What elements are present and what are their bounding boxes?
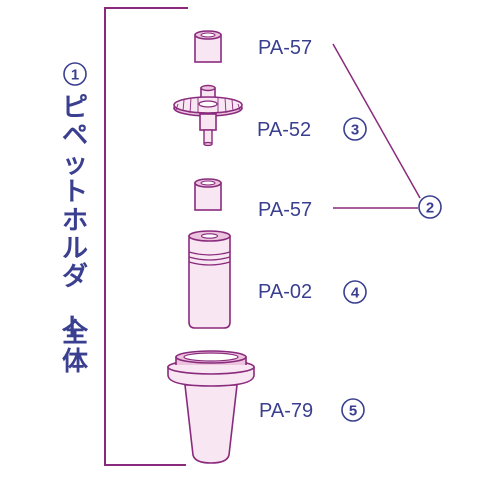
part-label-pa02: PA-02 [258,281,312,303]
part-number-circle-3 [343,117,367,141]
part-label-pa57-middle: PA-57 [258,199,312,221]
part-number-5: 5 [349,403,357,420]
leader-line-pa57-top [332,43,421,199]
part-pa52-drawing [173,84,243,147]
assembly-title-text: ピペットホルダー全体 [55,93,89,377]
group-number-2: 2 [426,200,434,217]
part-label-pa79: PA-79 [259,400,313,422]
part-pa02-drawing [188,230,231,329]
assembly-number-circle [63,62,87,86]
assembly-bracket [104,7,188,466]
assembly-title: ピペットホルダー全体 [55,93,89,377]
part-number-circle-4 [343,280,367,304]
part-label-pa52: PA-52 [257,119,311,141]
assembly-number: 1 [71,67,79,84]
part-pa57-top-drawing [194,30,222,63]
part-pa57-middle-drawing [194,178,222,211]
part-number-circle-5 [341,398,365,422]
group-number-circle-2 [418,195,442,219]
part-pa79-drawing [167,350,255,464]
assembly-label: 1 ピペットホルダー全体 [55,62,89,377]
part-number-3: 3 [351,122,359,139]
part-label-pa57-top: PA-57 [258,37,312,59]
part-number-4: 4 [351,285,360,302]
